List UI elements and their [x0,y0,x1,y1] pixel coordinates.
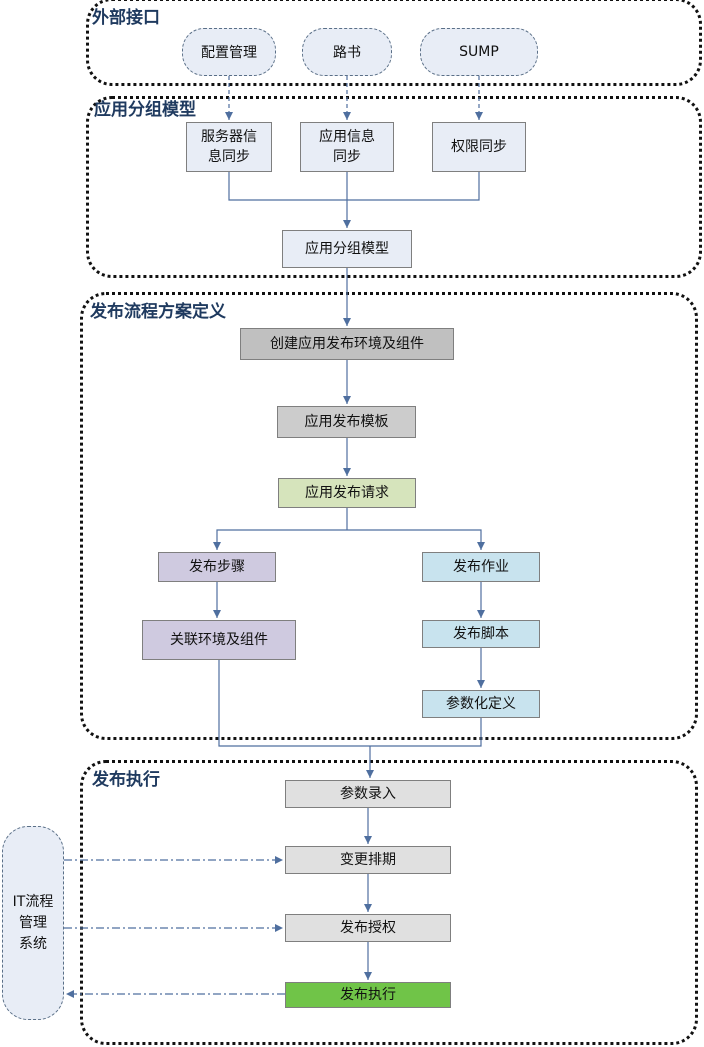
app-group-model-group [86,96,702,278]
external-source-config-management: 配置管理 [182,28,276,76]
release-request-box: 应用发布请求 [278,478,416,508]
section-title-release-execution: 发布执行 [92,770,160,790]
sync-task-app-info: 应用信息 同步 [300,122,394,172]
release-execution-group [80,760,698,1045]
release-execute-box: 发布执行 [285,982,451,1008]
sync-task-app-info-line2: 同步 [333,149,361,165]
it-system-line3: 系统 [19,935,47,952]
connector-sync-merge [228,172,480,201]
sync-task-server-info-line1: 服务器信 [201,129,257,145]
release-steps-box: 发布步骤 [158,552,276,582]
connector-param-def-merge [370,718,482,747]
sync-task-permission: 权限同步 [432,122,526,172]
section-title-external: 外部接口 [92,8,160,28]
create-env-components-box: 创建应用发布环境及组件 [240,328,454,360]
connector-link-env-merge [218,660,370,747]
release-template-box: 应用发布模板 [277,406,416,438]
change-schedule-box: 变更排期 [285,846,451,874]
param-input-box: 参数录入 [285,780,451,808]
external-interface-group [86,0,702,86]
arrow-request-to-job [347,529,485,550]
section-title-app-group: 应用分组模型 [94,100,196,120]
it-process-management-system: IT流程 管理 系统 [2,826,64,1020]
sync-task-server-info: 服务器信 息同步 [186,122,272,172]
it-system-line2: 管理 [19,914,47,931]
release-script-box: 发布脚本 [422,620,540,648]
release-authorization-box: 发布授权 [285,914,451,942]
it-system-line1: IT流程 [12,893,54,910]
release-job-box: 发布作业 [422,552,540,582]
param-definition-box: 参数化定义 [422,690,540,718]
external-source-sump: SUMP [420,28,538,76]
app-group-model-box: 应用分组模型 [282,230,412,268]
release-definition-group [80,292,698,740]
link-env-components-box: 关联环境及组件 [142,620,296,660]
sync-task-server-info-line2: 息同步 [208,149,250,165]
arrow-request-to-steps [213,529,347,550]
sync-task-app-info-line1: 应用信息 [319,129,375,145]
external-source-roadbook: 路书 [302,28,392,76]
section-title-release-definition: 发布流程方案定义 [90,302,226,322]
